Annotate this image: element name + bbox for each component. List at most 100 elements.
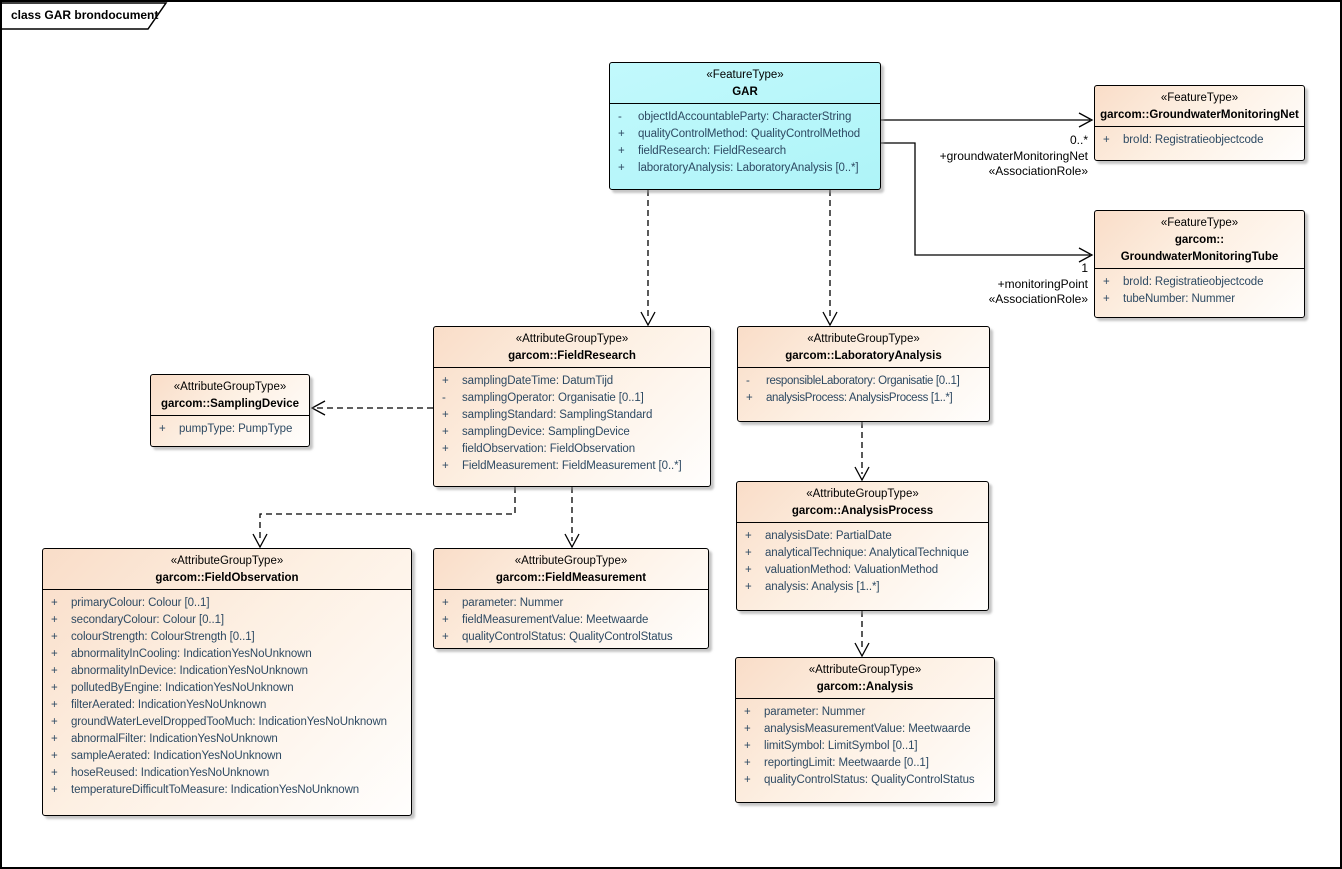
attribute-row: +samplingDevice: SamplingDevice — [434, 424, 710, 441]
class-header: «AttributeGroupType» garcom::SamplingDev… — [151, 375, 309, 416]
role-label: +monitoringPoint — [997, 276, 1088, 291]
attribute-row: +sampleAerated: IndicationYesNoUnknown — [43, 748, 411, 765]
class-box-laboratoryanalysis[interactable]: «AttributeGroupType» garcom::LaboratoryA… — [737, 326, 990, 422]
dependency-fieldresearch-to-samplingdevice — [310, 400, 433, 416]
attribute-visibility: + — [1103, 293, 1110, 305]
role-label: +groundwaterMonitoringNet — [939, 148, 1088, 163]
attribute-text: analysisMeasurementValue: Meetwaarde — [764, 723, 971, 735]
attribute-row: +fieldMeasurementValue: Meetwaarde — [434, 612, 708, 629]
attribute-visibility: + — [51, 784, 58, 796]
class-name: garcom::GroundwaterMonitoringTube — [1097, 232, 1302, 266]
stereotype: «AttributeGroupType» — [807, 333, 920, 345]
multiplicity-label: 0..* — [1069, 133, 1088, 147]
class-box-samplingdevice[interactable]: «AttributeGroupType» garcom::SamplingDev… — [150, 374, 310, 447]
stereotype: «AttributeGroupType» — [170, 555, 284, 567]
class-name-line: garcom::AnalysisProcess — [791, 505, 934, 517]
attribute-row: +abnormalFilter: IndicationYesNoUnknown — [43, 731, 411, 748]
class-name-line: garcom::FieldMeasurement — [495, 572, 647, 584]
attribute-text: parameter: Nummer — [764, 706, 866, 718]
attribute-row: -responsibleLaboratory: Organisatie [0..… — [738, 373, 989, 390]
dependency-fieldresearch-to-fieldmeasurement — [564, 487, 580, 549]
association-stereotype-label: «AssociationRole» — [988, 164, 1088, 178]
attribute-row: + parameter: Nummer — [736, 704, 994, 721]
attribute-text: tubeNumber: Nummer — [1123, 293, 1235, 305]
attribute-text: laboratoryAnalysis: LaboratoryAnalysis [… — [638, 162, 859, 174]
stereotype: «FeatureType» — [706, 69, 784, 81]
stereotype: «AttributeGroupType» — [806, 488, 919, 500]
class-name-line: garcom::LaboratoryAnalysis — [785, 350, 942, 362]
class-header: «FeatureType» garcom::GroundwaterMonitor… — [1095, 211, 1304, 269]
association-gar-to-groundwatermonitoringnet — [881, 112, 1094, 128]
attribute-visibility: + — [442, 460, 449, 472]
class-header: «AttributeGroupType» garcom::Analysis — [736, 658, 994, 699]
attribute-text: qualityControlStatus: QualityControlStat… — [462, 631, 673, 643]
attribute-text: qualityControlMethod: QualityControlMeth… — [638, 128, 861, 140]
class-box-analysis[interactable]: «AttributeGroupType» garcom::Analysis + p… — [735, 657, 995, 803]
stereotype: «AttributeGroupType» — [514, 555, 628, 567]
attribute-visibility: + — [442, 614, 449, 626]
attribute-row: -objectIdAccountableParty: CharacterStri… — [610, 109, 880, 126]
attribute-text: samplingOperator: Organisatie [0..1] — [462, 392, 644, 404]
attribute-row: +samplingStandard: SamplingStandard — [434, 407, 710, 424]
class-box-groundwatermonitoringtube[interactable]: «FeatureType» garcom::GroundwaterMonitor… — [1094, 210, 1305, 318]
attribute-text: valuationMethod: ValuationMethod — [765, 564, 939, 576]
attribute-row: +broId: Registratieobjectcode — [1095, 274, 1304, 291]
class-box-fieldresearch[interactable]: «AttributeGroupType» garcom::FieldResear… — [433, 326, 711, 487]
attribute-row: +groundWaterLevelDroppedTooMuch: Indicat… — [43, 714, 411, 731]
class-name-line: GAR — [732, 86, 758, 98]
attribute-text: objectIdAccountableParty: CharacterStrin… — [638, 111, 852, 123]
attribute-visibility: + — [442, 631, 449, 643]
attribute-visibility: + — [51, 648, 58, 660]
class-header: «FeatureType» garcom::GroundwaterMonitor… — [1095, 86, 1304, 127]
class-header: «AttributeGroupType» garcom::FieldObserv… — [43, 549, 411, 590]
association-labels-tube: 1 +monitoringPoint «AssociationRole» — [872, 261, 1088, 308]
attribute-row: +parameter: Nummer — [434, 595, 708, 612]
attributes-compartment: + parameter: Nummer + analysisMeasurementVa… — [736, 699, 994, 802]
attribute-text: fieldObservation: FieldObservation — [462, 443, 636, 455]
diagram-title: class GAR brondocument — [11, 8, 159, 22]
attributes-compartment: +samplingDateTime: DatumTijd-samplingOpe… — [434, 368, 710, 486]
class-name-line: garcom::SamplingDevice — [160, 398, 300, 410]
attribute-visibility: + — [744, 757, 751, 769]
class-header: «AttributeGroupType» garcom::FieldMeasur… — [434, 549, 708, 590]
association-labels-net: 0..* +groundwaterMonitoringNet «Associat… — [872, 133, 1088, 180]
title-tab-shape — [2, 2, 168, 30]
diagram-title-tab: class GAR brondocument — [2, 2, 172, 32]
class-box-analysisprocess[interactable]: «AttributeGroupType» garcom::AnalysisPro… — [736, 481, 989, 611]
class-name-line: garcom::FieldObservation — [155, 572, 299, 584]
attribute-text: qualityControlStatus: QualityControlStat… — [764, 774, 975, 786]
attribute-visibility: + — [51, 750, 58, 762]
attribute-visibility: + — [51, 733, 58, 745]
association-stereotype-label: «AssociationRole» — [988, 292, 1088, 306]
attribute-text: parameter: Nummer — [462, 597, 564, 609]
attributes-compartment: +pumpType: PumpType — [151, 416, 309, 446]
class-box-fieldobservation[interactable]: «AttributeGroupType» garcom::FieldObserv… — [42, 548, 412, 816]
attribute-row: +colourStrength: ColourStrength [0..1] — [43, 629, 411, 646]
attribute-text: samplingDevice: SamplingDevice — [462, 426, 630, 438]
attribute-row: +qualityControlMethod: QualityControlMet… — [610, 126, 880, 143]
class-name: garcom::FieldResearch — [436, 348, 708, 365]
attribute-row: +reportingLimit: Meetwaarde [0..1] — [736, 755, 994, 772]
attribute-row: +secondaryColour: Colour [0..1] — [43, 612, 411, 629]
stereotype: «AttributeGroupType» — [515, 333, 629, 345]
attribute-text: fieldResearch: FieldResearch — [638, 145, 787, 157]
attributes-compartment: +broId: Registratieobjectcode — [1095, 127, 1304, 160]
class-name-line: GroundwaterMonitoringTube — [1120, 251, 1279, 263]
attribute-row: +laboratoryAnalysis: LaboratoryAnalysis … — [610, 160, 880, 177]
class-box-gar[interactable]: «FeatureType» GAR -objectIdAccountablePa… — [609, 62, 881, 190]
dependency-analysisprocess-to-analysis — [854, 611, 870, 658]
class-box-groundwatermonitoringnet[interactable]: «FeatureType» garcom::GroundwaterMonitor… — [1094, 85, 1305, 161]
attribute-row: +analysisDate: PartialDate — [737, 528, 988, 545]
attribute-visibility: + — [744, 706, 751, 718]
attribute-text: analyticalTechnique: AnalyticalTechnique — [765, 547, 969, 559]
class-box-fieldmeasurement[interactable]: «AttributeGroupType» garcom::FieldMeasur… — [433, 548, 709, 649]
attributes-compartment: +broId: Registratieobjectcode + tubeNumber… — [1095, 269, 1304, 317]
attribute-row: +abnormalityInDevice: IndicationYesNoUnk… — [43, 663, 411, 680]
attribute-visibility: + — [51, 767, 58, 779]
dependency-gar-to-fieldresearch — [640, 190, 656, 327]
attribute-visibility: + — [745, 564, 752, 576]
class-name: GAR — [612, 84, 878, 101]
attribute-row: + tubeNumber: Nummer — [1095, 291, 1304, 308]
attribute-visibility: + — [744, 740, 751, 752]
attribute-text: broId: Registratieobjectcode — [1123, 134, 1264, 146]
